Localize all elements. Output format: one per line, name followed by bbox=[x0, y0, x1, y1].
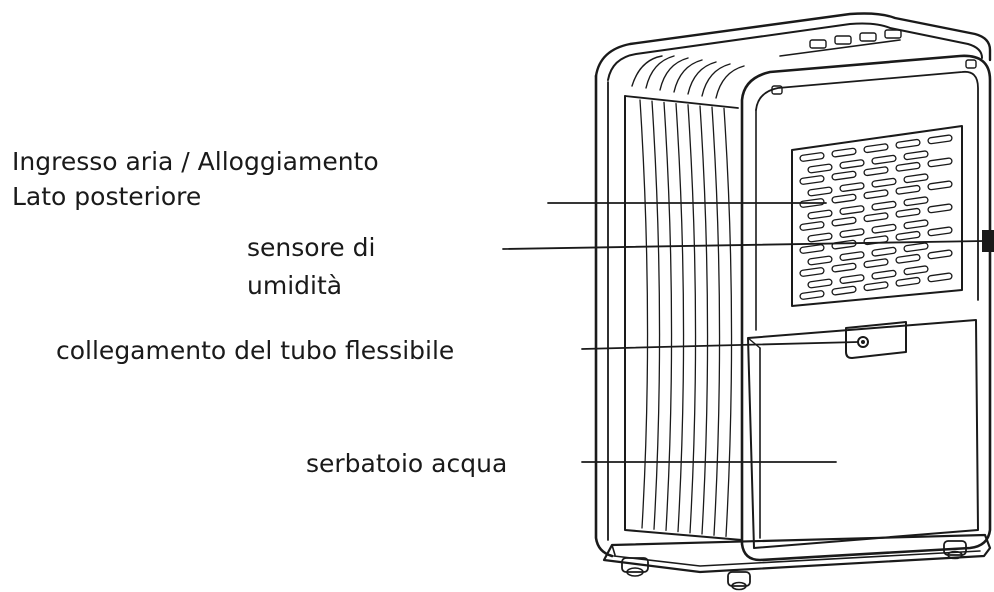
side-slat bbox=[699, 105, 709, 535]
grille-slot bbox=[895, 138, 921, 149]
grille-slot bbox=[799, 244, 825, 254]
front-panel bbox=[740, 54, 992, 562]
grille-slot bbox=[863, 166, 889, 177]
grille-slot bbox=[927, 226, 953, 237]
grille-slot bbox=[839, 159, 865, 170]
grille-slot bbox=[863, 189, 889, 200]
label-water-tank: serbatoio acqua bbox=[306, 449, 508, 478]
grille-slot bbox=[807, 163, 833, 174]
label-hose-connection: collegamento del tubo flessibile bbox=[56, 336, 455, 365]
grille-slot bbox=[831, 239, 857, 250]
side-slat bbox=[687, 104, 697, 534]
grille-slot bbox=[927, 249, 953, 260]
grille-slot bbox=[807, 209, 833, 220]
side-slat bbox=[651, 100, 661, 530]
leader-humidity-sensor bbox=[502, 240, 985, 250]
grille-slot bbox=[831, 216, 857, 227]
grille-slot bbox=[903, 173, 929, 184]
grille-slot bbox=[903, 219, 929, 230]
front-air-grille bbox=[791, 125, 963, 307]
grille-slot bbox=[903, 242, 929, 253]
grille-slot bbox=[863, 143, 889, 154]
grille-slot bbox=[807, 232, 833, 243]
grille-slot bbox=[903, 196, 929, 207]
grille-slot bbox=[807, 255, 833, 266]
grille-slot bbox=[839, 274, 865, 285]
grille-slot bbox=[895, 161, 921, 172]
grille-slot bbox=[807, 278, 833, 289]
grille-slot bbox=[895, 230, 921, 241]
grille-slot bbox=[839, 205, 865, 216]
grille-slot bbox=[799, 290, 825, 300]
grille-slot bbox=[831, 262, 857, 273]
grille-slot bbox=[871, 200, 897, 211]
grille-slot bbox=[831, 147, 857, 158]
side-slat bbox=[663, 101, 673, 532]
grille-slot bbox=[799, 221, 825, 231]
top-vent-fins bbox=[631, 55, 745, 99]
label-air-inlet-line1: Ingresso aria / Alloggiamento bbox=[12, 147, 379, 176]
grille-slot bbox=[831, 193, 857, 204]
grille-slot bbox=[839, 182, 865, 193]
grille-slot bbox=[903, 150, 929, 161]
grille-slot bbox=[863, 258, 889, 269]
water-tank-outline bbox=[747, 319, 979, 549]
grille-slot bbox=[927, 203, 953, 214]
grille-slot bbox=[871, 223, 897, 234]
grille-slot bbox=[927, 157, 953, 168]
grille-slot bbox=[895, 253, 921, 264]
grille-slot bbox=[799, 198, 825, 208]
grille-slot bbox=[839, 228, 865, 239]
grille-slot bbox=[895, 276, 921, 287]
label-humidity-sensor-line1: sensore di bbox=[247, 233, 376, 262]
grille-slot bbox=[807, 186, 833, 197]
grille-slot bbox=[871, 246, 897, 257]
grille-slot bbox=[927, 272, 953, 283]
grille-slot bbox=[799, 175, 825, 185]
side-panel bbox=[594, 74, 743, 558]
grille-slot bbox=[863, 212, 889, 223]
leader-lines bbox=[502, 202, 985, 463]
grille-slot bbox=[799, 267, 825, 277]
humidity-sensor-block bbox=[982, 230, 994, 252]
label-air-inlet-line2: Lato posteriore bbox=[12, 182, 202, 211]
grille-slot bbox=[871, 177, 897, 188]
grille-slot bbox=[871, 269, 897, 280]
grille-slot bbox=[831, 285, 857, 296]
grille-slot bbox=[895, 184, 921, 195]
side-slat bbox=[675, 102, 685, 533]
side-slat bbox=[639, 99, 649, 529]
side-slat bbox=[711, 106, 721, 536]
grille-slot bbox=[831, 170, 857, 181]
grille-slot bbox=[927, 180, 953, 191]
side-vent-slats bbox=[639, 99, 733, 538]
base-tray bbox=[602, 533, 992, 574]
grille-slot bbox=[863, 281, 889, 292]
grille-slot bbox=[871, 154, 897, 165]
top-panel bbox=[594, 12, 992, 81]
grille-slot bbox=[927, 134, 953, 145]
leader-hose-connection bbox=[581, 341, 859, 350]
grille-slot bbox=[903, 265, 929, 276]
grille-slot bbox=[799, 152, 825, 162]
label-humidity-sensor-line2: umidità bbox=[247, 271, 343, 300]
caster-wheels bbox=[621, 540, 967, 591]
grille-slot bbox=[839, 251, 865, 262]
grille-slot bbox=[895, 207, 921, 218]
side-slat bbox=[723, 107, 733, 538]
